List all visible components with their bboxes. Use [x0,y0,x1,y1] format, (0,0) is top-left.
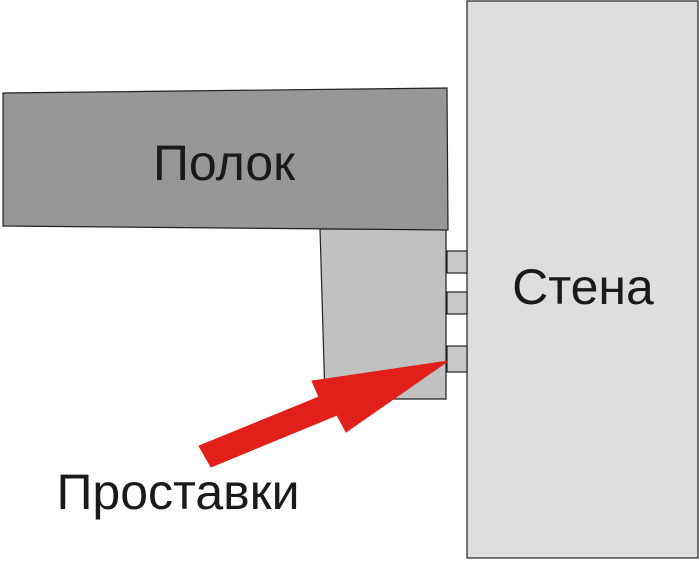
ceiling-label: Полок [153,135,296,191]
spacer-middle [446,291,468,315]
wall-label: Стена [512,259,654,315]
spacers-label: Проставки [56,464,299,520]
wall-block [466,0,699,559]
spacer-top [446,250,468,274]
spacer-bottom [446,345,468,373]
ceiling-board [2,87,449,231]
pointer-arrow [198,360,449,468]
